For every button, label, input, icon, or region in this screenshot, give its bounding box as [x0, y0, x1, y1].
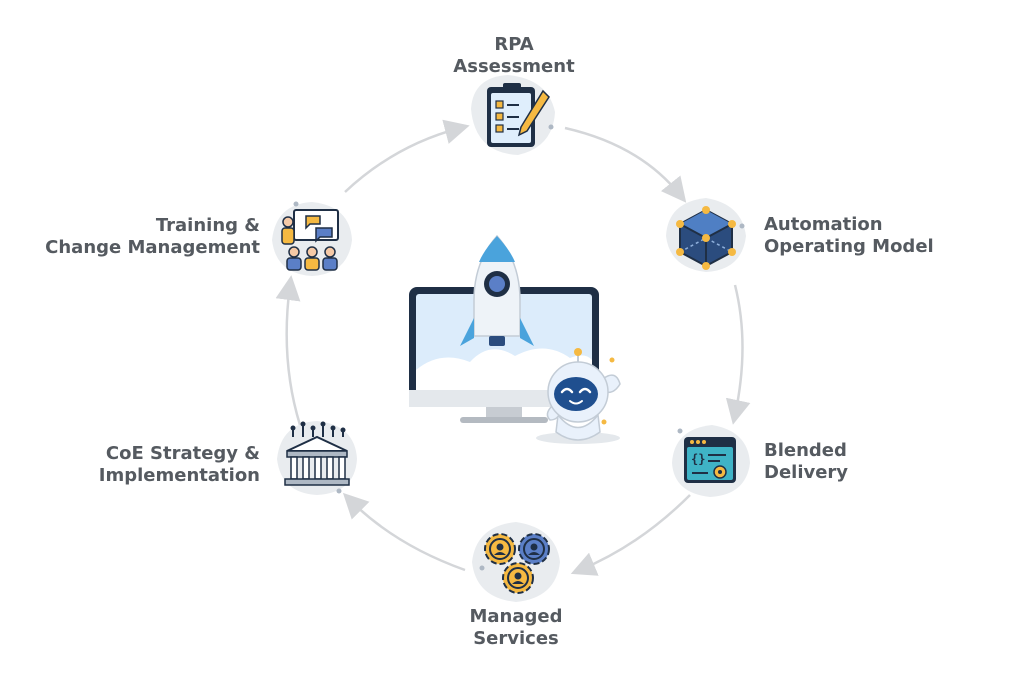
gears-team-icon — [472, 522, 560, 602]
arrow-rpa-to-automation — [564, 126, 687, 203]
label-blended-line1: Blended — [764, 440, 847, 461]
label-training-line1: Training & — [155, 215, 260, 236]
label-rpa-assessment: RPA Assessment — [448, 34, 580, 78]
cycle-arrows — [275, 119, 751, 576]
label-training: Training & Change Management — [45, 215, 260, 259]
label-managed-line1: Managed — [469, 606, 563, 627]
arrow-coe-to-training — [275, 275, 302, 426]
label-managed-services: Managed Services — [450, 606, 582, 650]
label-managed-line2: Services — [473, 628, 559, 649]
arrow-blended-to-managed — [570, 494, 691, 576]
label-training-line2: Change Management — [45, 237, 260, 258]
label-coe-strategy: CoE Strategy & Implementation — [99, 443, 260, 487]
circuit-building-icon — [277, 421, 357, 495]
svg-text:{}: {} — [691, 452, 705, 466]
label-automation-line1: Automation — [764, 214, 883, 235]
label-coe-line1: CoE Strategy & — [105, 443, 260, 464]
arrow-automation-to-blended — [725, 284, 751, 425]
rocket-icon — [460, 234, 534, 346]
label-rpa-assessment-line2: Assessment — [453, 56, 575, 77]
code-window-icon: {} — [672, 425, 750, 497]
clipboard-checklist-icon — [471, 75, 555, 155]
label-automation-operating-model: Automation Operating Model — [764, 214, 934, 258]
robot-icon — [536, 348, 621, 444]
presentation-team-icon — [272, 201, 352, 276]
arrow-managed-to-coe — [342, 492, 466, 572]
arrow-training-to-rpa — [344, 119, 470, 193]
label-automation-line2: Operating Model — [764, 236, 934, 257]
label-blended-line2: Delivery — [764, 462, 849, 483]
label-blended-delivery: Blended Delivery — [764, 440, 848, 484]
cube-network-icon — [666, 198, 746, 272]
monitor-rocket-robot-icon — [409, 234, 621, 444]
label-coe-line2: Implementation — [98, 465, 260, 486]
label-rpa-assessment-line1: RPA — [494, 34, 534, 55]
